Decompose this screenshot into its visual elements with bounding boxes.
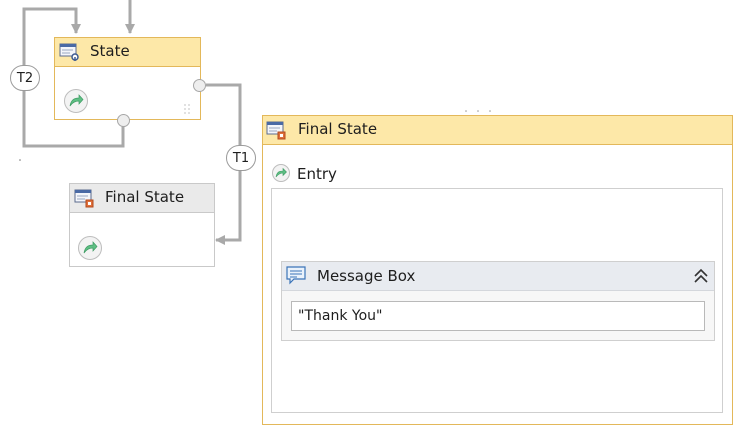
- final-state-icon: [74, 188, 94, 208]
- state-title: State: [90, 42, 130, 60]
- message-box-title: Message Box: [317, 267, 416, 285]
- state-header[interactable]: State: [55, 38, 200, 67]
- final-state-node-small[interactable]: Final State: [69, 183, 215, 267]
- state-connection-port-right[interactable]: [193, 79, 206, 92]
- resize-grip-icon[interactable]: [183, 100, 191, 114]
- state-icon: [59, 42, 79, 62]
- entry-action-icon[interactable]: [77, 235, 103, 261]
- entry-icon: [271, 163, 291, 183]
- message-box-icon: [285, 265, 307, 285]
- final-state-expanded-title: Final State: [298, 120, 378, 138]
- entry-activity-container[interactable]: Message Box "Thank You": [271, 188, 723, 413]
- final-state-small-header[interactable]: Final State: [70, 184, 214, 213]
- final-state-node-expanded[interactable]: Final State Entry Message Box: [262, 115, 733, 425]
- entry-label: Entry: [297, 165, 337, 183]
- entry-action-icon[interactable]: [63, 88, 89, 114]
- final-state-icon: [266, 120, 286, 140]
- message-text-value: "Thank You": [298, 308, 383, 324]
- state-connection-port-bottom[interactable]: [117, 114, 130, 127]
- transition-t2-label[interactable]: T2: [10, 65, 40, 91]
- message-box-activity[interactable]: Message Box "Thank You": [281, 261, 715, 341]
- message-box-header[interactable]: Message Box: [282, 262, 714, 291]
- transition-t1-label[interactable]: T1: [226, 145, 256, 171]
- collapse-chevron-icon[interactable]: [692, 267, 710, 285]
- final-state-expanded-header[interactable]: Final State: [263, 116, 732, 145]
- state-node[interactable]: State: [54, 37, 201, 120]
- message-text-input[interactable]: "Thank You": [291, 301, 705, 331]
- final-state-small-title: Final State: [105, 188, 185, 206]
